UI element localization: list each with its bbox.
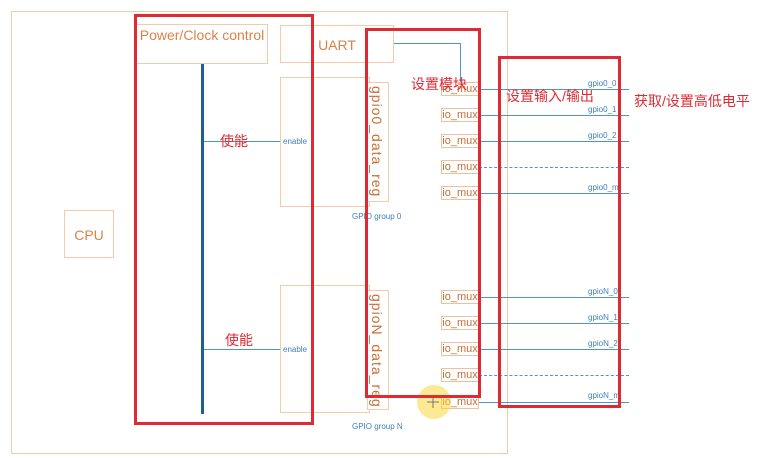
- gpioN-data-reg-label: gpioN_data_reg: [369, 294, 385, 408]
- annotation-set-module: 设置模块: [411, 76, 467, 92]
- uart-link-v: [460, 43, 461, 89]
- gpio0-mux-1: io_mux: [441, 108, 479, 122]
- gpioN-line-2: [479, 349, 629, 350]
- uart-link-h: [394, 43, 460, 44]
- gpioN-mux-2: io_mux: [441, 342, 479, 356]
- gpioN-enable-arrow: [204, 349, 280, 350]
- pin-gpioN-2: gpioN_2: [588, 339, 618, 348]
- gpio0-line-2: [479, 141, 629, 142]
- gpio0-mux-0: io_mux: [441, 82, 479, 96]
- power-clock-label: Power/Clock control: [139, 27, 265, 43]
- highlight-data-reg: [365, 28, 481, 398]
- power-bus-line: [201, 64, 204, 414]
- highlight-power-clock: [134, 14, 314, 425]
- gpio0-line-1: [479, 115, 629, 116]
- pin-gpio0-0: gpio0_0: [588, 79, 617, 88]
- gpio0-enable-arrow: [204, 141, 280, 142]
- pin-gpioN-0: gpioN_0: [588, 287, 618, 296]
- gpioN-line-0: [479, 297, 629, 298]
- cpu-block: CPU: [64, 210, 114, 258]
- annotation-enable-top: 使能: [220, 133, 248, 149]
- annotation-set-io: 设置输入/输出: [506, 88, 594, 104]
- cursor-icon: [427, 395, 439, 408]
- gpioN-enable-label: enable: [283, 345, 308, 354]
- power-clock-block: Power/Clock control: [136, 24, 268, 64]
- gpio0-data-reg-label: gpio0_data_reg: [369, 86, 385, 198]
- gpioN-line-1: [479, 323, 629, 324]
- gpio0-line-3: [479, 167, 629, 168]
- gpio0-enable-block: [280, 77, 370, 207]
- gpio0-group-label: GPIO group 0: [352, 212, 402, 221]
- highlight-pins: [498, 56, 621, 408]
- gpio0-line-m: [479, 193, 629, 194]
- gpioN-mux-0: io_mux: [441, 290, 479, 304]
- annotation-enable-bottom: 使能: [225, 332, 253, 348]
- pin-gpioN-1: gpioN_1: [588, 313, 618, 322]
- pin-gpio0-1: gpio0_1: [588, 105, 617, 114]
- gpioN-line-3: [479, 375, 629, 376]
- gpio0-line-0: [479, 89, 629, 90]
- annotation-get-set-level: 获取/设置高低电平: [634, 93, 750, 109]
- pin-gpio0-2: gpio0_2: [588, 131, 617, 140]
- gpioN-group-label: GPIO group N: [352, 422, 403, 431]
- gpioN-mux-3: io_mux: [441, 368, 479, 382]
- gpioN-enable-block: [280, 285, 370, 413]
- gpioN-line-m: [479, 402, 629, 403]
- pin-gpio0-m: gpio0_m: [588, 183, 619, 192]
- gpio0-mux-3: io_mux: [441, 160, 479, 174]
- cpu-label: CPU: [74, 227, 104, 243]
- uart-block: UART: [280, 25, 394, 63]
- pin-gpioN-m: gpioN_m: [588, 391, 621, 400]
- uart-label: UART: [318, 37, 356, 53]
- gpio0-enable-label: enable: [283, 137, 308, 146]
- gpio0-mux-m: io_mux: [441, 186, 479, 200]
